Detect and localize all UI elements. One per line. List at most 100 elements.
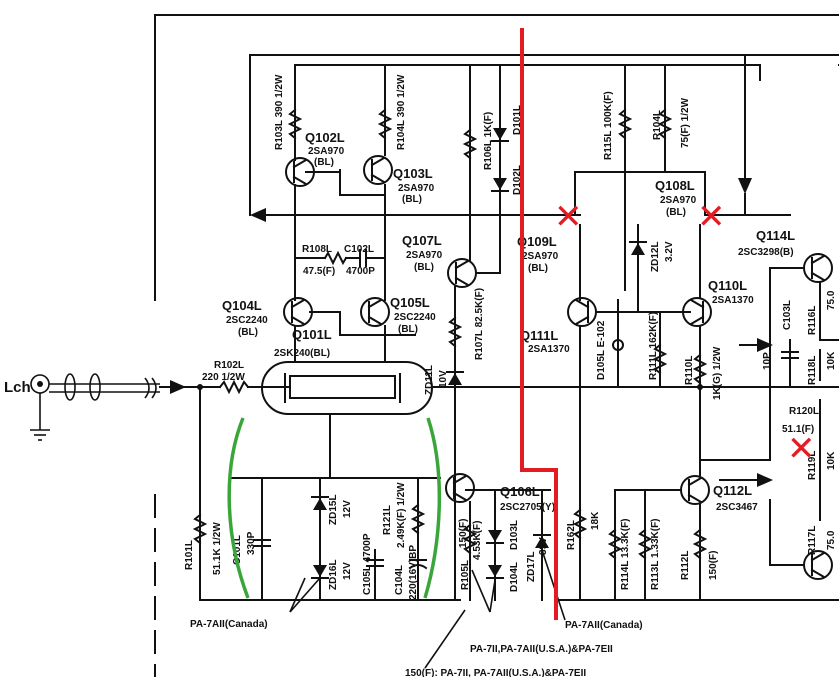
- output-bus: [431, 384, 839, 390]
- r104-label: R104L 390 1/2W: [396, 74, 407, 150]
- q111-transistor: [567, 297, 691, 601]
- note-canada-right: PA-7AII(Canada): [565, 620, 643, 631]
- q114-label: Q114L: [756, 228, 795, 243]
- r112-value: 150(F): [708, 551, 719, 580]
- c104-value: 220(16V)BP: [408, 545, 419, 600]
- r107-label: R107L 82.5K(F): [474, 288, 485, 360]
- r103-label: R103L 390 1/2W: [274, 74, 285, 150]
- r105-value1: 150(F): [458, 519, 469, 548]
- r162-label: R162L: [566, 520, 577, 550]
- q101-type: 2SK240(BL): [274, 348, 330, 359]
- q112-transistor: [559, 475, 839, 601]
- q108-type: 2SA970: [660, 195, 697, 206]
- red-cut-line: [520, 28, 558, 620]
- c103-value: 10P: [762, 352, 773, 370]
- r117-label: R117L: [807, 526, 818, 555]
- d105-label: D105L E-102: [596, 320, 607, 380]
- d101-label: D101L: [512, 105, 523, 135]
- q110-type: 2SA1370: [712, 295, 754, 306]
- r113-label: R113L 1.33K(F): [650, 518, 661, 590]
- q107-label: Q107L: [402, 233, 442, 248]
- red-x-mark: ✕: [554, 197, 583, 237]
- d104-label: D104L: [509, 562, 520, 592]
- q102-type: 2SA970: [308, 146, 345, 157]
- r114-label: R114L 13.3K(F): [620, 518, 631, 590]
- note-bottom: 150(F): PA-7II, PA-7AII(U.S.A.)&PA-7EII: [405, 668, 586, 677]
- note-usa: PA-7II,PA-7AII(U.S.A.)&PA-7EII: [470, 644, 613, 655]
- frame-border: [154, 14, 839, 677]
- d101-diode: [491, 128, 509, 142]
- green-bracket-left: [227, 417, 250, 599]
- driver-network: [559, 171, 746, 311]
- lower-left-network: [192, 413, 461, 601]
- r103-resistor: [287, 108, 303, 140]
- r115-resistor: [617, 108, 633, 140]
- r101-label: R101L: [184, 540, 195, 570]
- c102-label: C102L: [344, 244, 374, 255]
- r117-value: 75.0: [826, 530, 837, 550]
- q104-rank: (BL): [238, 327, 258, 338]
- q105-label: Q105L: [390, 295, 430, 310]
- r119-value: 10K: [826, 451, 837, 470]
- r106-resistor: [462, 128, 478, 160]
- r104-resistor: [377, 108, 393, 140]
- r162-value: 18K: [590, 511, 601, 530]
- q107-rank: (BL): [414, 262, 434, 273]
- feedback-arrow-left: [250, 184, 561, 301]
- q112-label: Q112L: [713, 483, 752, 498]
- q105-transistor: [309, 297, 416, 363]
- r105-value2: 4.53K(F): [472, 521, 483, 560]
- zd11-label: ZD11L: [424, 365, 435, 395]
- r108-value: 47.5(F): [303, 266, 335, 277]
- zd12-value: 3.2V: [664, 241, 675, 262]
- d102-label: D102L: [512, 165, 523, 195]
- q111-label: Q111L: [520, 328, 558, 343]
- c103-label: C103L: [782, 300, 793, 330]
- r120-value: 51.1(F): [782, 424, 814, 435]
- zd15-value: 12V: [342, 500, 353, 518]
- q104-type: 2SC2240: [226, 315, 268, 326]
- r104b-value: 75(F) 1/2W: [680, 97, 691, 148]
- q109-label: Q109L: [517, 234, 557, 249]
- c101-value: 330P: [246, 531, 257, 555]
- c102-value: 4700P: [346, 266, 375, 277]
- q103-transistor: [339, 155, 393, 196]
- zd15-label: ZD15L: [328, 494, 339, 525]
- r121-value: 2.49K(F) 1/2W: [396, 482, 407, 548]
- zd17-value: 39V: [538, 537, 549, 555]
- output-stage-right: [699, 64, 839, 580]
- green-bracket-right: [423, 417, 442, 599]
- q101-label: Q101L: [292, 327, 332, 342]
- zd17-label: ZD17L: [526, 551, 537, 582]
- q102-rank: (BL): [314, 157, 334, 168]
- upper-rails: [249, 54, 839, 291]
- r108-c102-network: [294, 249, 386, 267]
- r112-label: R112L: [680, 551, 691, 580]
- q108-rank: (BL): [666, 207, 686, 218]
- r121-label: R121L: [382, 505, 393, 535]
- q103-rank: (BL): [402, 194, 422, 205]
- q109-rank: (BL): [528, 263, 548, 274]
- q108-label: Q108L: [655, 178, 695, 193]
- q110-label: Q110L: [708, 278, 747, 293]
- r102-label: R102L: [214, 360, 244, 371]
- q102-transistor: [285, 157, 341, 187]
- input-jack: [30, 373, 186, 441]
- r102-value: 220 1/2W: [202, 372, 245, 383]
- red-x-mark: ✕: [697, 197, 726, 237]
- q109-type: 2SA970: [522, 251, 559, 262]
- q105-rank: (BL): [398, 324, 418, 335]
- q107-type: 2SA970: [406, 250, 443, 261]
- zd16-label: ZD16L: [328, 559, 339, 590]
- r119-label: R119L: [807, 451, 818, 480]
- r106-label: R106L 1K(F): [483, 112, 494, 170]
- r116-label: R116L: [807, 306, 818, 335]
- r118-label: R118L: [807, 356, 818, 385]
- d105-r111-r162: [572, 299, 668, 540]
- q114-type: 2SC3298(B): [738, 247, 794, 258]
- r110-value: 1K(G) 1/2W: [712, 346, 723, 400]
- q112-type: 2SC3467: [716, 502, 758, 513]
- c104-label: C104L: [394, 565, 405, 595]
- r118-value: 10K: [826, 351, 837, 370]
- r110-label: R110L: [684, 356, 695, 385]
